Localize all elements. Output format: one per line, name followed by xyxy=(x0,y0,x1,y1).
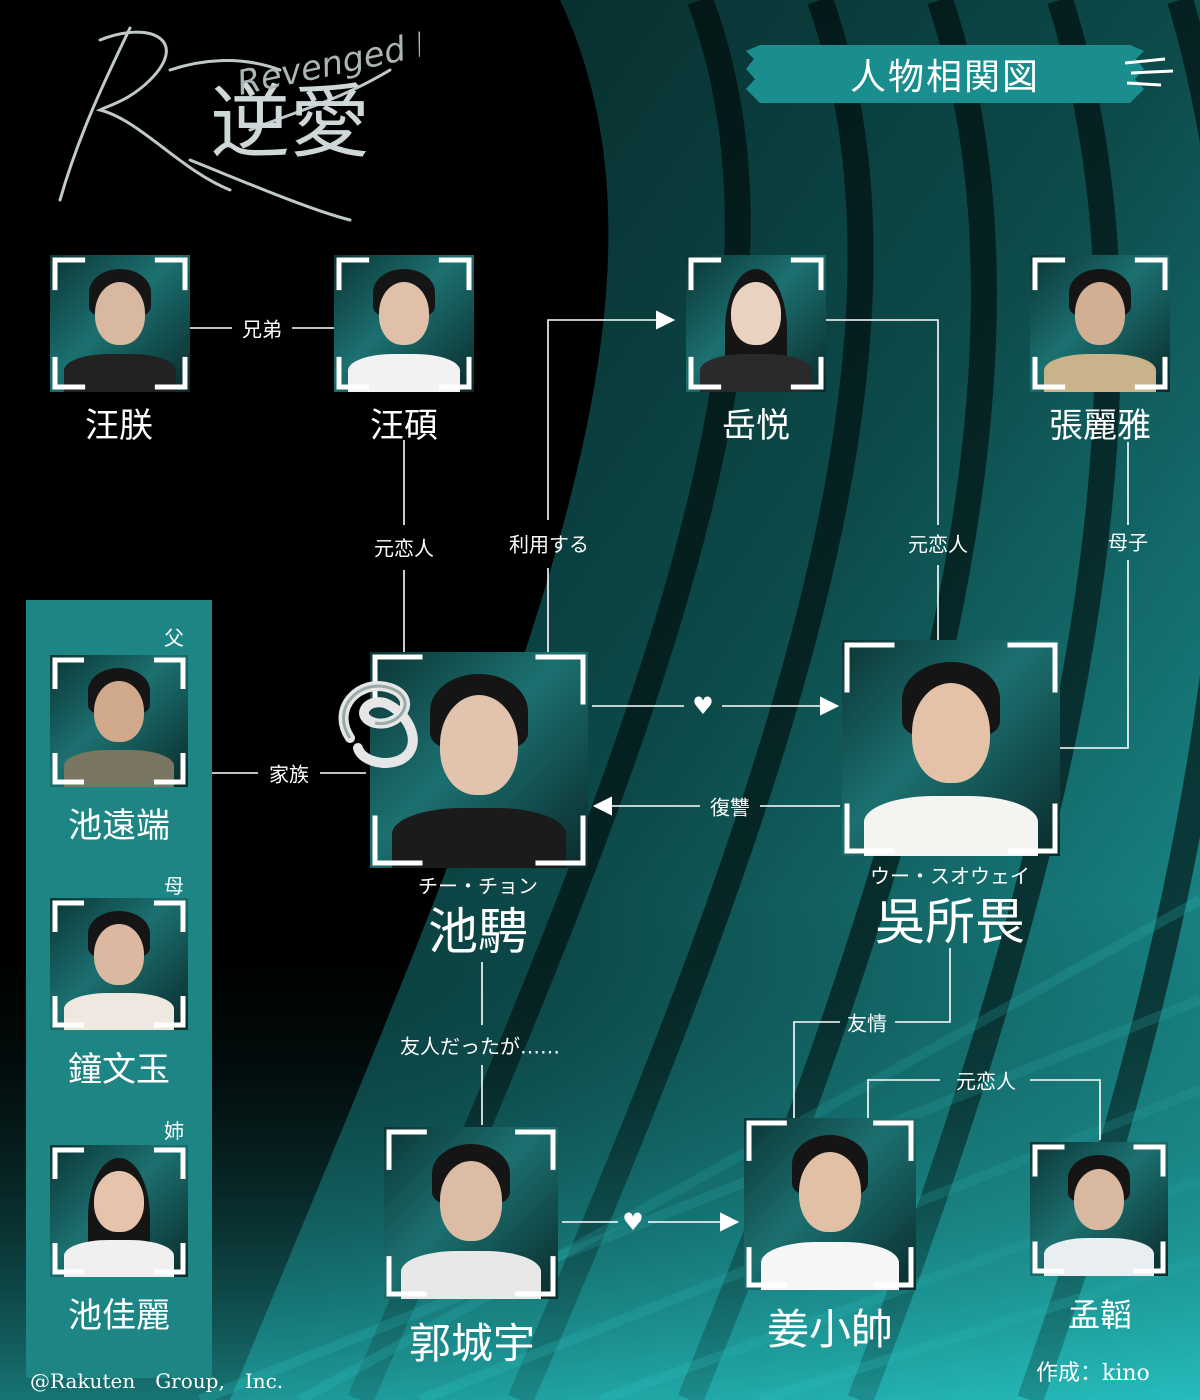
portrait-sister xyxy=(50,1145,188,1277)
face xyxy=(94,924,144,986)
line-ex-jm-right xyxy=(1030,1079,1101,1140)
family-name-sister: 池佳麗 xyxy=(68,1296,170,1336)
name-wang-zhen: 汪朕 xyxy=(85,406,153,446)
portrait-chi-cheng xyxy=(370,652,588,868)
portrait-wang-shuo xyxy=(334,255,474,392)
copyright: @Rakuten Group, Inc. xyxy=(30,1369,284,1393)
name-wang-shuo: 汪碩 xyxy=(370,406,438,446)
portrait-frame xyxy=(336,257,472,390)
name-zhang-liya: 張麗雅 xyxy=(1049,406,1151,446)
face xyxy=(94,282,146,346)
portrait-frame xyxy=(386,1129,556,1297)
family-tag-mother: 母 xyxy=(164,874,184,898)
ruby-chi-cheng: チー・チョン xyxy=(418,874,538,898)
face xyxy=(439,695,519,795)
relation-ex-yue-wu: 元恋人 xyxy=(908,532,968,557)
relation-mother-child: 母子 xyxy=(1108,530,1148,555)
shoulders xyxy=(401,1250,541,1299)
portrait-zhang-liya xyxy=(1030,255,1170,392)
relation-friendship: 友情 xyxy=(847,1011,887,1036)
portrait-mother xyxy=(50,898,188,1030)
line-friendship-right xyxy=(895,948,951,1023)
face xyxy=(94,681,144,743)
title-decoration xyxy=(1125,57,1174,87)
portrait-meng-tao xyxy=(1030,1142,1168,1276)
face xyxy=(730,282,782,346)
relation-ex-jiang-meng: 元恋人 xyxy=(956,1069,1016,1094)
shoulders xyxy=(761,1241,899,1290)
line-ex-yue-top xyxy=(826,319,939,525)
portrait-frame xyxy=(52,1147,186,1275)
portrait-frame xyxy=(746,1120,914,1288)
line-uses-top xyxy=(547,310,676,520)
line-mother-bottom xyxy=(1060,560,1129,749)
name-yue-yue: 岳悦 xyxy=(722,406,790,446)
portrait-jiang-xiaoshuai xyxy=(744,1118,916,1290)
portrait-frame xyxy=(844,642,1058,854)
ruby-wu-suowei: ウー・スオウェイ xyxy=(870,864,1030,888)
relation-brothers: 兄弟 xyxy=(242,317,282,342)
title-banner: 人物相関図 xyxy=(746,45,1144,103)
face xyxy=(911,683,991,783)
logo-text: 逆愛 xyxy=(210,76,370,169)
portrait-frame xyxy=(52,900,186,1028)
family-tag-sister: 姉 xyxy=(164,1119,184,1143)
name-meng-tao: 孟韜 xyxy=(1067,1296,1133,1334)
portrait-frame xyxy=(372,654,586,866)
portrait-yue-yue xyxy=(686,255,826,392)
portrait-frame xyxy=(688,257,824,390)
relation-uses: 利用する xyxy=(509,532,589,557)
family-name-father: 池遠端 xyxy=(68,806,170,846)
shoulders xyxy=(863,795,1039,856)
face xyxy=(1074,282,1126,346)
relation-revenge: 復讐 xyxy=(710,795,750,820)
author-credit: 作成：kino xyxy=(1036,1361,1150,1386)
portrait-frame xyxy=(1032,1144,1166,1274)
relation-friends-once: 友人だったが…… xyxy=(400,1034,560,1059)
heart-icon: ♥ xyxy=(692,692,714,720)
portrait-frame xyxy=(1032,257,1168,390)
portrait-guo-chengyu xyxy=(384,1127,558,1299)
portrait-wang-zhen xyxy=(50,255,190,392)
face xyxy=(94,1171,144,1233)
line-ex-jm-left xyxy=(867,1079,940,1118)
name-jiang-xiaoshuai: 姜小帥 xyxy=(766,1305,894,1354)
snake-icon xyxy=(338,681,418,768)
relation-family: 家族 xyxy=(269,762,309,787)
family-tag-father: 父 xyxy=(164,626,184,650)
relation-ex-wang-chi: 元恋人 xyxy=(374,536,434,561)
name-wu-suowei: 吳所畏 xyxy=(875,893,1025,951)
portrait-wu-suowei xyxy=(842,640,1060,856)
face xyxy=(799,1152,861,1232)
line-friendship-left xyxy=(793,1021,840,1118)
page-title: 人物相関図 xyxy=(849,57,1040,98)
face xyxy=(439,1161,503,1241)
portrait-frame xyxy=(52,257,188,390)
portrait-frame xyxy=(52,657,186,785)
portrait-father xyxy=(50,655,188,787)
shoulders xyxy=(391,807,567,868)
face xyxy=(378,282,430,346)
face xyxy=(1074,1168,1124,1231)
name-chi-cheng: 池騁 xyxy=(428,903,528,961)
family-name-mother: 鐘文玉 xyxy=(68,1050,170,1090)
name-guo-chengyu: 郭城宇 xyxy=(408,1319,536,1368)
heart-icon: ♥ xyxy=(622,1208,644,1236)
